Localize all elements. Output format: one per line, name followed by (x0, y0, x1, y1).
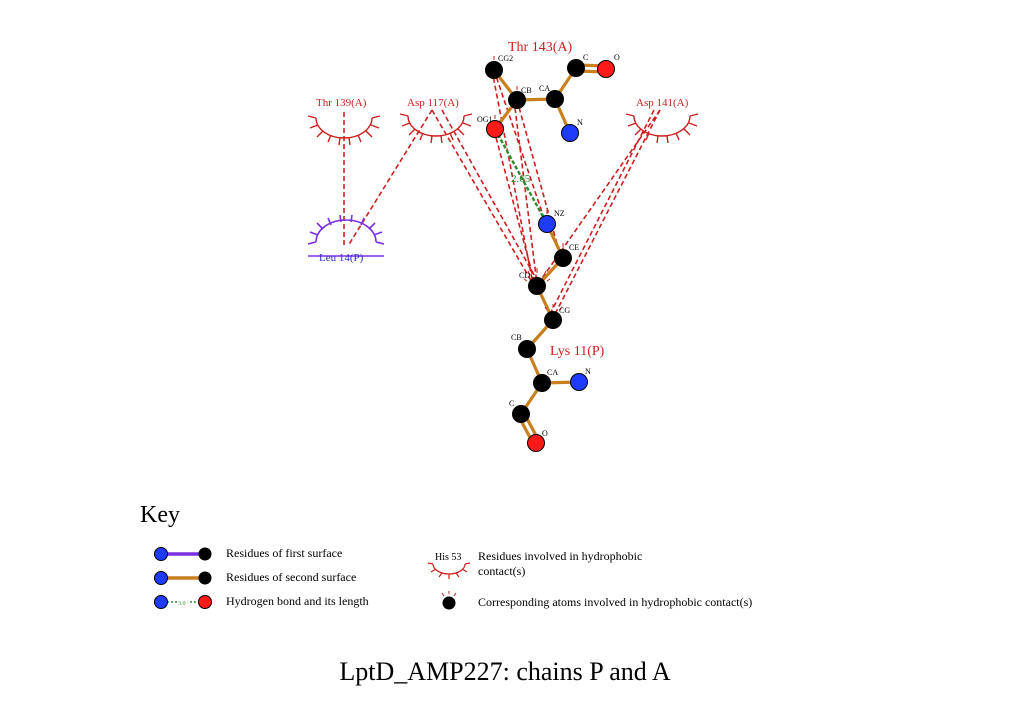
key-hydrophobic-sample-residue: His 53 (435, 552, 461, 563)
label-thr-ca: CA (539, 84, 550, 93)
atom-lys-nz (538, 215, 556, 233)
hydrogen-bond: 2.65 (493, 128, 549, 225)
hbond-length-label: 2.65 (511, 173, 531, 185)
residue-label-asp141: Asp 141(A) (636, 97, 689, 109)
contact-asp141-lys-cg-b (547, 109, 655, 319)
key-hbond-sample-length: 3.0 (178, 601, 186, 607)
key-hbond: 3.0 Hydrogen bond and its length (154, 594, 369, 609)
label-lys-nz: NZ (554, 209, 565, 218)
label-lys-cd: CD (519, 271, 530, 280)
label-thr-cg2: CG2 (498, 54, 513, 63)
atom-lys-ce (554, 249, 572, 267)
hydrophobic-arc-leu14 (307, 214, 385, 257)
hydrophobic-arc-thr139 (307, 115, 381, 146)
atom-thr-n (561, 124, 579, 142)
diagram-title: LptD_AMP227: chains P and A (339, 657, 670, 686)
hydrophobic-arc-asp117 (399, 113, 473, 144)
atom-thr-og1 (486, 120, 504, 138)
key-first-surface: Residues of first surface (154, 546, 342, 561)
atom-lys-n (570, 373, 588, 391)
contact-thr-og1-lys-cd (493, 129, 536, 285)
label-lys-ca: CA (547, 368, 558, 377)
label-lys-c: C (509, 399, 514, 408)
contact-asp141-lys-cg-a (552, 109, 661, 319)
key-hbond-label: Hydrogen bond and its length (226, 594, 369, 608)
hydrophobic-arc-asp141 (625, 113, 699, 144)
residue-label-lys11: Lys 11(P) (550, 344, 605, 359)
residue-label-thr143: Thr 143(A) (508, 40, 572, 55)
atom-lys-o (527, 434, 545, 452)
key-heading: Key (140, 502, 180, 528)
contact-thr-cg2-lys-cd (491, 69, 534, 285)
atom-thr-o (597, 60, 615, 78)
contact-thr-cb-lys-ce (516, 99, 562, 259)
key-hydrophobic-atoms: Corresponding atoms involved in hydropho… (441, 591, 752, 610)
residue-label-asp117: Asp 117(A) (407, 97, 459, 109)
label-lys-cg: CG (559, 306, 570, 315)
residue-label-thr139: Thr 139(A) (316, 97, 367, 109)
label-thr-n: N (577, 118, 583, 127)
key-hydrophobic-residue: His 53 Residues involved in hydrophobic … (427, 549, 642, 579)
contact-thr-cg2-lys-nz (493, 69, 547, 225)
label-thr-o: O (614, 53, 620, 62)
hydrophobic-contact-lines (343, 69, 661, 319)
label-lys-cb: CB (511, 333, 522, 342)
label-thr-c: C (583, 53, 588, 62)
atom-labels: CG2 CB CA C O OG1 N NZ CE CD CG CB CA N … (477, 53, 620, 438)
thr143-atoms (485, 59, 615, 142)
key-hydrophobic-label-line2: contact(s) (478, 564, 525, 578)
key-hydrophobic-label-line1: Residues involved in hydrophobic (478, 549, 642, 563)
key-first-surface-label: Residues of first surface (226, 546, 342, 560)
contact-asp117-lys-cd-a (431, 109, 534, 285)
label-lys-o: O (542, 429, 548, 438)
key-second-surface-label: Residues of second surface (226, 570, 356, 584)
residue-label-leu14: Leu 14(P) (319, 252, 364, 264)
atom-lys-cb (518, 340, 536, 358)
atom-lys-cd (528, 277, 546, 295)
atom-thr-cg2 (485, 61, 503, 79)
residue-labels: Thr 143(A) Thr 139(A) Asp 117(A) Asp 141… (316, 40, 689, 359)
contact-asp117-lys-cd-b (441, 109, 539, 283)
key-second-surface: Residues of second surface (154, 570, 356, 585)
atom-thr-ca (546, 90, 564, 108)
key: Key Residues of first surface Residues o… (140, 502, 752, 610)
atom-lys-ca (533, 374, 551, 392)
label-lys-ce: CE (569, 243, 579, 252)
atom-lys-c (512, 405, 530, 423)
atom-lys-cg (544, 311, 562, 329)
key-hydrophobic-atoms-label: Corresponding atoms involved in hydropho… (478, 595, 752, 609)
lys11-atoms (512, 215, 588, 452)
contact-thr-cb-lys-cd (513, 99, 538, 285)
atom-contact-ticks (493, 56, 564, 311)
contact-asp117-leu14 (347, 109, 433, 247)
label-lys-n: N (585, 367, 591, 376)
atom-thr-c (567, 59, 585, 77)
atom-thr-cb (508, 91, 526, 109)
label-thr-og1: OG1 (477, 115, 493, 124)
label-thr-cb: CB (521, 86, 532, 95)
